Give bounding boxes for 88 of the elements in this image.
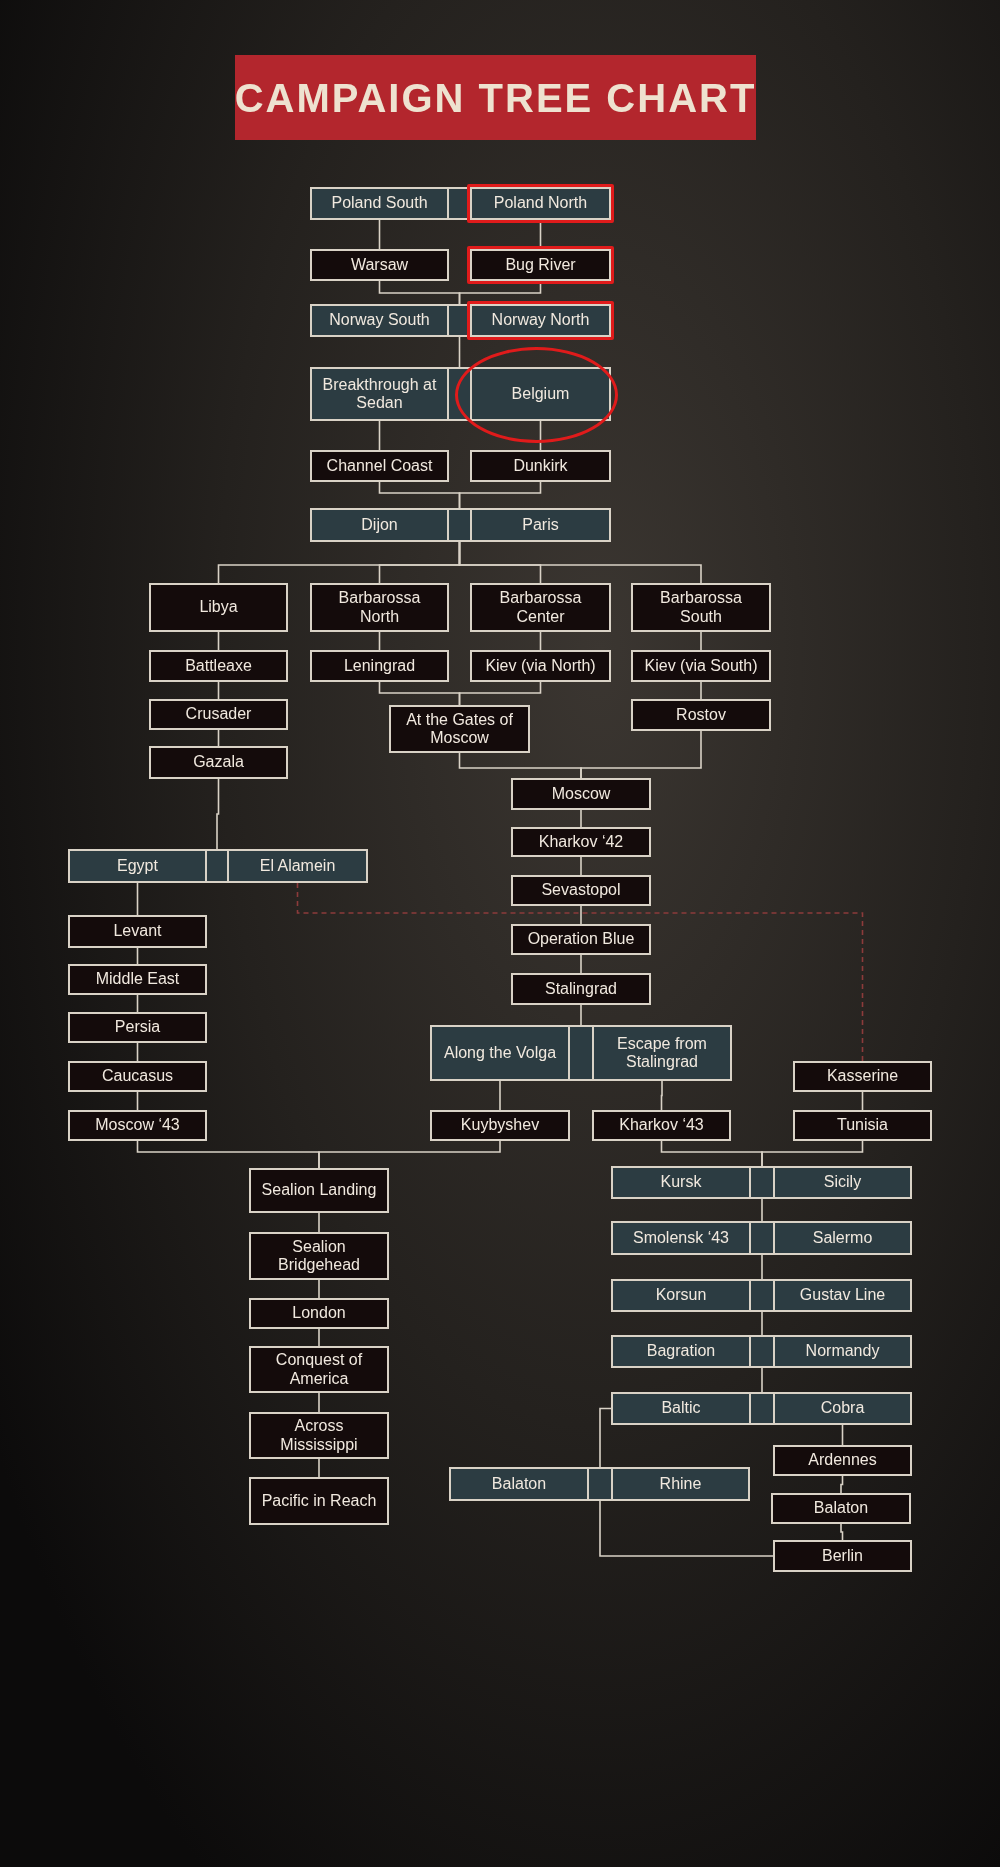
connector-line — [599, 1500, 774, 1557]
mission-box: Sevastopol — [511, 875, 651, 906]
mission-box: Libya — [149, 583, 288, 632]
mission-box: Kharkov ‘43 — [592, 1110, 731, 1141]
choice-bar — [430, 1025, 732, 1081]
mission-box: Ardennes — [773, 1445, 912, 1476]
title-banner: CAMPAIGN TREE CHART — [235, 55, 756, 140]
mission-box: Kharkov ‘42 — [511, 827, 651, 857]
connector-line — [499, 1080, 501, 1111]
mission-box: Crusader — [149, 699, 288, 730]
mission-box: At the Gates of Moscow — [389, 705, 530, 753]
choice-bar — [611, 1279, 912, 1312]
mission-box: Caucasus — [68, 1061, 207, 1092]
mission-box: Kiev (via South) — [631, 650, 771, 682]
connector-line — [318, 1279, 320, 1299]
connector-line — [840, 1523, 844, 1541]
mission-box: Conquest of America — [249, 1346, 389, 1393]
mission-box: Pacific in Reach — [249, 1477, 389, 1525]
mission-box: Battleaxe — [149, 650, 288, 682]
mission-box: Berlin — [773, 1540, 912, 1572]
mission-box: Balaton — [771, 1493, 911, 1524]
connector-line — [700, 631, 702, 651]
connector-line — [761, 1198, 763, 1222]
mission-box: Channel Coast — [310, 450, 449, 482]
mission-box: Rostov — [631, 699, 771, 731]
connector-line — [580, 730, 702, 779]
connector-line — [761, 1311, 763, 1336]
choice-bar — [310, 187, 611, 220]
choice-bar — [310, 304, 611, 337]
mission-box: Barbarossa Center — [470, 583, 611, 632]
connector-line — [136, 882, 139, 916]
connector-line — [458, 481, 542, 509]
connector-line — [318, 1328, 320, 1347]
connector-line — [841, 1424, 844, 1446]
mission-box: Barbarossa South — [631, 583, 771, 632]
connector-line — [761, 1254, 763, 1280]
mission-box: Moscow ‘43 — [68, 1110, 207, 1141]
mission-box: Sealion Bridgehead — [249, 1232, 389, 1280]
connector-line — [216, 778, 220, 850]
mission-box: Persia — [68, 1012, 207, 1043]
connector-line — [318, 1140, 501, 1169]
connector-line — [318, 1458, 320, 1478]
connector-line — [700, 681, 702, 700]
mission-box: Warsaw — [310, 249, 449, 281]
mission-box: Kuybyshev — [430, 1110, 570, 1141]
connector-line — [580, 905, 582, 925]
mission-box: Gazala — [149, 746, 288, 779]
choice-bar — [449, 1467, 750, 1501]
choice-bar — [611, 1166, 912, 1199]
connector-line — [539, 420, 542, 451]
mission-box: Kasserine — [793, 1061, 932, 1092]
connector-line — [318, 1212, 320, 1233]
connector-line — [840, 1475, 844, 1494]
connector-line — [580, 954, 582, 974]
mission-box: Sealion Landing — [249, 1168, 389, 1213]
choice-bar — [611, 1392, 912, 1425]
mission-box: Kiev (via North) — [470, 650, 611, 682]
connector-line — [580, 856, 582, 876]
mission-box: Levant — [68, 915, 207, 948]
connector-line — [580, 809, 582, 828]
mission-box: Operation Blue — [511, 924, 651, 955]
mission-box: Barbarossa North — [310, 583, 449, 632]
mission-box: Moscow — [511, 778, 651, 810]
choice-bar — [310, 508, 611, 542]
mission-box: Stalingrad — [511, 973, 651, 1005]
choice-bar — [611, 1221, 912, 1255]
connector-line — [599, 1407, 612, 1468]
mission-box: Across Mississippi — [249, 1412, 389, 1459]
mission-box: Leningrad — [310, 650, 449, 682]
connector-line — [318, 1392, 320, 1413]
mission-box: Tunisia — [793, 1110, 932, 1141]
mission-box: Middle East — [68, 964, 207, 995]
dashed-connector — [296, 882, 864, 1062]
connector-line — [378, 219, 381, 250]
mission-box: London — [249, 1298, 389, 1329]
connector-line — [761, 1367, 763, 1393]
connector-line — [761, 1140, 864, 1167]
connector-line — [458, 681, 542, 706]
connector-line — [660, 1080, 663, 1111]
choice-bar — [310, 367, 611, 421]
choice-bar — [611, 1335, 912, 1368]
connector-line — [580, 1004, 582, 1026]
connector-line — [458, 541, 702, 584]
connector-line — [378, 420, 381, 451]
connector-line — [458, 336, 461, 368]
mission-box: Dunkirk — [470, 450, 611, 482]
mission-box: Bug River — [470, 249, 611, 281]
choice-bar — [68, 849, 368, 883]
